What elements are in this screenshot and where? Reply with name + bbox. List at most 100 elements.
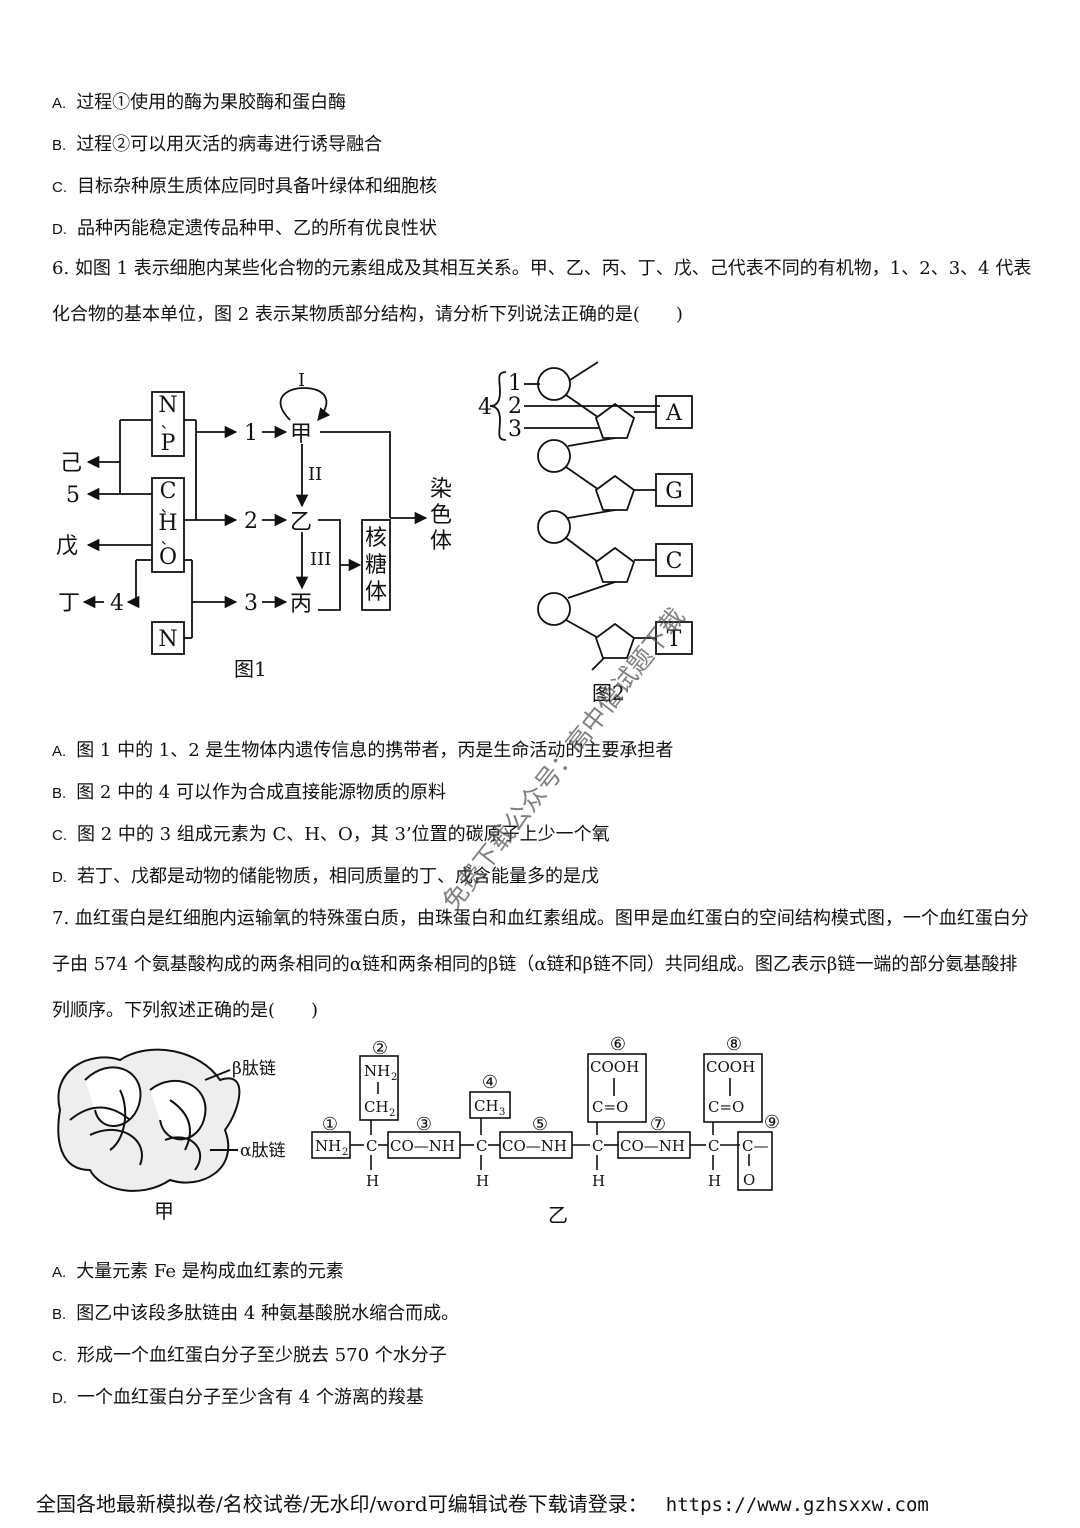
q6-option-c: C.图 2 中的 3 组成元素为 C、H、O，其 3’位置的碳原子上少一个氧: [52, 824, 610, 845]
svg-text:3: 3: [499, 1107, 505, 1118]
svg-text:H: H: [592, 1172, 605, 1190]
svg-text:图2: 图2: [592, 681, 625, 705]
q6-option-d: D.若丁、戊都是动物的储能物质，相同质量的丁、戊含能量多的是戊: [52, 866, 599, 887]
svg-text:II: II: [308, 464, 322, 485]
hemoglobin-labels: β肽链 α肽链 甲: [154, 1059, 285, 1223]
footer-text: 全国各地最新模拟卷/名校试卷/无水印/word可编辑试卷下载请登录：: [36, 1492, 648, 1516]
svg-text:P: P: [161, 431, 176, 456]
svg-text:O: O: [159, 545, 177, 570]
svg-text:C—: C—: [742, 1137, 768, 1155]
svg-text:COOH: COOH: [590, 1058, 639, 1076]
q7-option-c: C.形成一个血红蛋白分子至少脱去 570 个水分子: [52, 1345, 447, 1366]
svg-text:N: N: [158, 393, 177, 418]
svg-text:CH: CH: [364, 1098, 389, 1116]
svg-text:H: H: [708, 1172, 721, 1190]
svg-text:丁: 丁: [58, 591, 80, 616]
svg-text:C: C: [708, 1137, 719, 1155]
svg-text:G: G: [665, 479, 683, 504]
svg-text:H: H: [366, 1172, 379, 1190]
svg-text:⑨: ⑨: [764, 1112, 780, 1133]
svg-text:⑥: ⑥: [610, 1034, 626, 1055]
box-cho: [151, 477, 185, 573]
svg-text:O: O: [743, 1171, 755, 1189]
svg-text:乙: 乙: [290, 510, 312, 535]
svg-text:5: 5: [66, 483, 80, 508]
svg-text:戊: 戊: [56, 534, 78, 559]
hemoglobin-illustration: [57, 1048, 241, 1192]
svg-text:C: C: [366, 1137, 377, 1155]
svg-text:A: A: [665, 401, 683, 426]
q6-option-a: A.图 1 中的 1、2 是生物体内遗传信息的携带者，丙是生命活动的主要承担者: [52, 740, 674, 761]
svg-text:2: 2: [342, 1147, 348, 1158]
footer: 全国各地最新模拟卷/名校试卷/无水印/word可编辑试卷下载请登录： https:…: [36, 1488, 929, 1517]
svg-text:COOH: COOH: [706, 1058, 755, 1076]
svg-text:C: C: [476, 1137, 487, 1155]
svg-text:2: 2: [244, 509, 258, 534]
svg-text:③: ③: [416, 1114, 432, 1135]
footer-url[interactable]: https://www.gzhsxxw.com: [665, 1494, 929, 1516]
box-np: [151, 391, 185, 457]
svg-text:2: 2: [391, 1072, 397, 1083]
svg-text:T: T: [667, 627, 682, 652]
svg-text:、: 、: [161, 416, 175, 432]
svg-text:C=O: C=O: [592, 1098, 628, 1116]
svg-text:体: 体: [365, 580, 387, 605]
svg-text:丙: 丙: [290, 592, 312, 617]
q7-option-b: B.图乙中该段多肽链由 4 种氨基酸脱水缩合而成。: [52, 1303, 460, 1324]
svg-text:染: 染: [430, 477, 452, 502]
svg-text:α肽链: α肽链: [240, 1141, 285, 1161]
svg-text:体: 体: [430, 529, 452, 554]
q6-stem: 6. 如图 1 表示细胞内某些化合物的元素组成及其相互关系。甲、乙、丙、丁、戊、…: [52, 258, 1032, 325]
svg-text:己: 己: [60, 451, 82, 476]
svg-text:H: H: [158, 511, 177, 536]
svg-text:4: 4: [478, 395, 492, 420]
svg-text:②: ②: [372, 1038, 388, 1059]
svg-text:乙: 乙: [548, 1203, 568, 1227]
svg-text:、: 、: [161, 532, 175, 548]
svg-text:N: N: [158, 627, 177, 652]
svg-text:图1: 图1: [234, 657, 267, 681]
svg-text:C=O: C=O: [708, 1098, 744, 1116]
svg-text:甲: 甲: [290, 422, 312, 447]
q7-option-d: D.一个血红蛋白分子至少含有 4 个游离的羧基: [52, 1387, 424, 1408]
q7-stem: 7. 血红蛋白是红细胞内运输氧的特殊蛋白质，由珠蛋白和血红素组成。图甲是血红蛋白…: [52, 908, 1029, 1021]
svg-text:核: 核: [365, 526, 387, 551]
svg-text:糖: 糖: [365, 553, 387, 578]
svg-text:CO—NH: CO—NH: [390, 1137, 455, 1155]
svg-text:III: III: [310, 549, 331, 570]
svg-text:C: C: [160, 479, 177, 504]
svg-text:①: ①: [322, 1114, 338, 1135]
svg-text:2: 2: [389, 1108, 395, 1119]
figure-2: [489, 361, 693, 671]
svg-text:、: 、: [161, 500, 175, 516]
svg-text:2: 2: [508, 394, 522, 419]
svg-text:⑤: ⑤: [532, 1114, 548, 1135]
svg-text:④: ④: [482, 1072, 498, 1093]
svg-text:甲: 甲: [154, 1199, 174, 1223]
svg-text:NH: NH: [315, 1137, 341, 1155]
svg-text:⑧: ⑧: [726, 1034, 742, 1055]
peptide-labels: ① ② ③ ④ ⑤ ⑥ ⑦ ⑧ ⑨ NH 2 NH 2 CH 2 CH 3 C …: [315, 1034, 780, 1227]
svg-text:C: C: [592, 1137, 603, 1155]
figure-2-labels: 4 1 2 3 A G C T 图2: [478, 371, 683, 705]
svg-text:⑦: ⑦: [650, 1114, 666, 1135]
q5-option-b: B.过程②可以用灭活的病毒进行诱导融合: [52, 134, 383, 155]
svg-text:CO—NH: CO—NH: [502, 1137, 567, 1155]
svg-text:C: C: [666, 549, 683, 574]
svg-text:β肽链: β肽链: [232, 1059, 276, 1079]
svg-text:I: I: [298, 370, 305, 391]
svg-text:CH: CH: [474, 1097, 499, 1115]
q7-option-a: A.大量元素 Fe 是构成血红素的元素: [52, 1261, 344, 1282]
svg-text:NH: NH: [364, 1062, 390, 1080]
figure-1-labels: N 、 P C 、 H 、 O N 己 5 戊 丁 4 1 2 3 甲 乙 丙 …: [56, 370, 452, 681]
svg-text:色: 色: [430, 503, 452, 528]
q5-option-d: D.品种丙能稳定遗传品种甲、乙的所有优良性状: [52, 218, 437, 239]
q6-option-b: B.图 2 中的 4 可以作为合成直接能源物质的原料: [52, 782, 446, 803]
peptide-chain: [311, 1053, 773, 1191]
svg-text:H: H: [476, 1172, 489, 1190]
svg-text:3: 3: [244, 591, 258, 616]
q5-option-c: C.目标杂种原生质体应同时具备叶绿体和细胞核: [52, 176, 437, 197]
figure-1: [82, 387, 428, 655]
